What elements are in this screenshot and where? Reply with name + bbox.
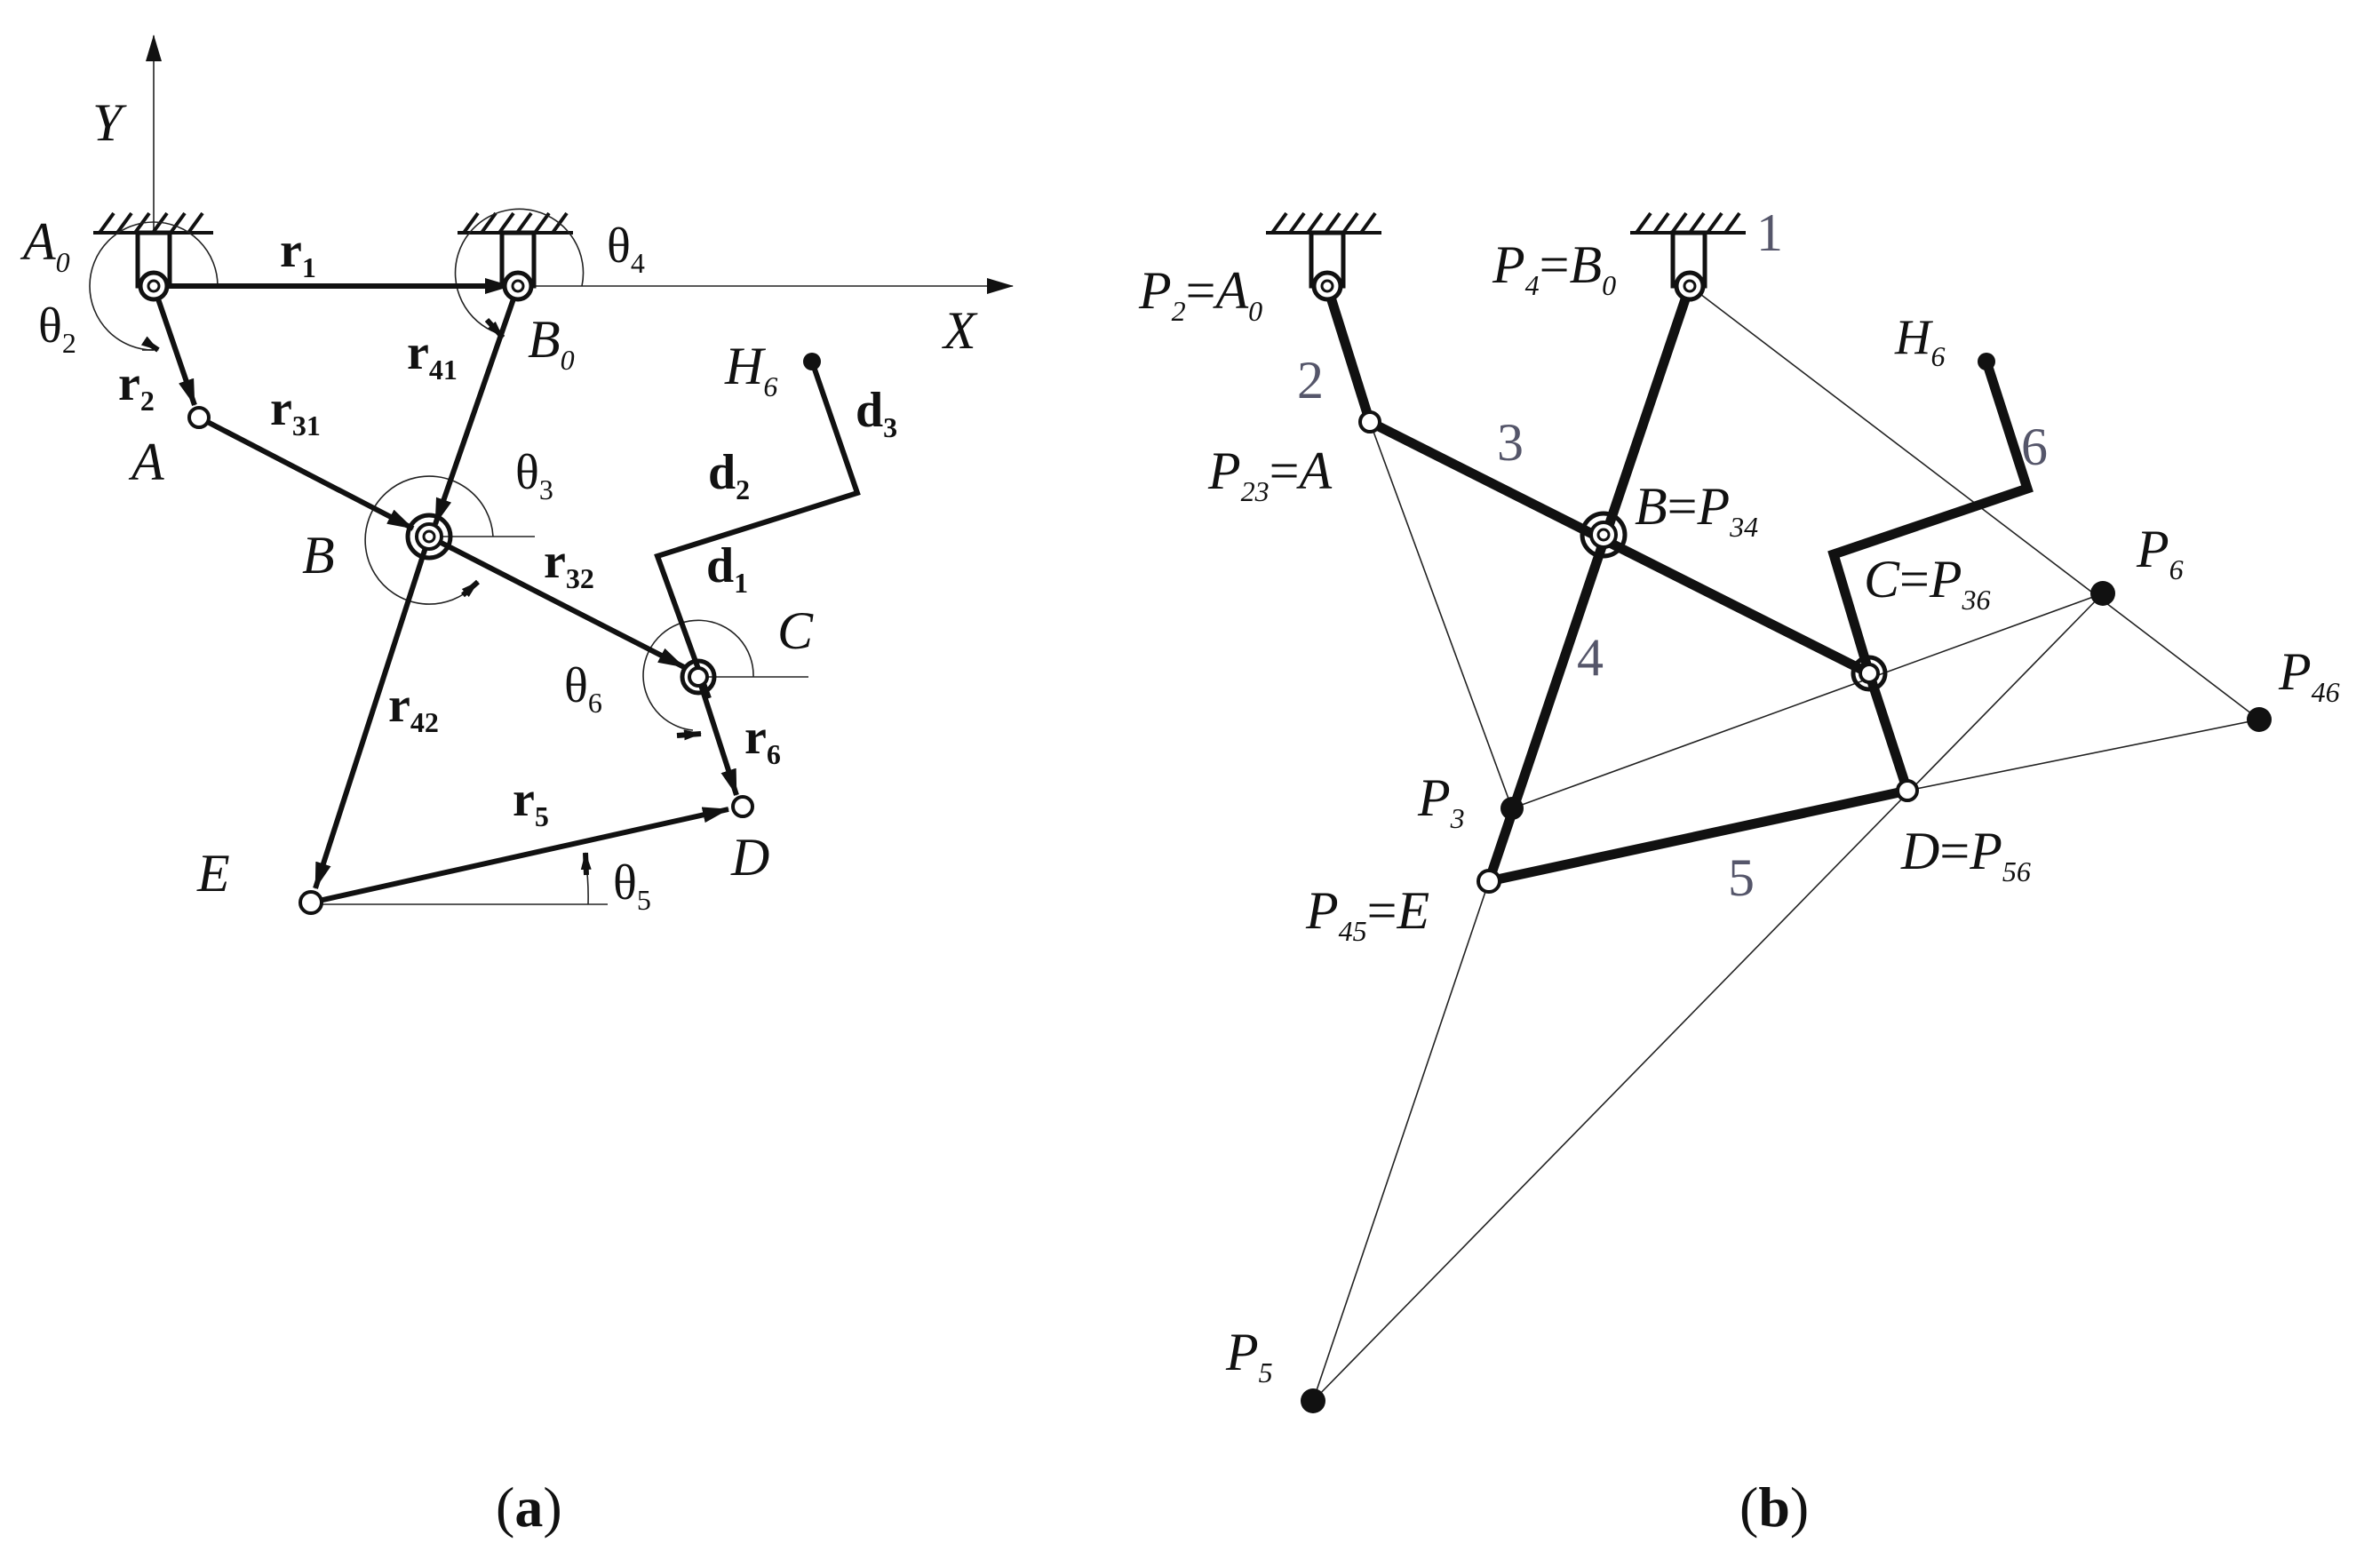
joint-a: [187, 406, 211, 429]
label-theta3: θ3: [515, 445, 553, 505]
vector-r32: [427, 534, 686, 670]
link-number-1: 1: [1756, 203, 1783, 262]
joint-d-p56: [1896, 779, 1919, 802]
caption-a: (a): [496, 1476, 562, 1539]
instant-center-p5: [1301, 1388, 1325, 1413]
joint-p2-a0: [1311, 270, 1343, 302]
label-p3: P3: [1417, 768, 1465, 834]
joint-a0: [138, 270, 170, 302]
vector-r41: [433, 285, 521, 525]
link-6: [1827, 360, 2034, 792]
joint-b-p34: [1580, 511, 1628, 559]
label-b0: B0: [528, 310, 575, 376]
label-theta5: θ5: [613, 855, 651, 916]
label-p46: P46: [2278, 642, 2340, 708]
vector-r31: [197, 415, 415, 531]
label-p6: P6: [2136, 520, 2184, 585]
x-axis-label: X: [942, 301, 978, 360]
theta3-arc: [364, 475, 494, 605]
vector-r2: [151, 285, 197, 406]
link-number-2: 2: [1297, 351, 1324, 410]
label-r6: r6: [744, 710, 781, 770]
vector-r42: [313, 536, 432, 889]
joint-p23-a: [1358, 410, 1381, 434]
link-5: [1487, 785, 1909, 887]
label-c: C: [777, 601, 814, 660]
joint-c-p36: [1851, 655, 1888, 692]
label-p4-b0: P4=B0: [1492, 235, 1616, 301]
joint-b: [405, 513, 453, 561]
vector-r5: [310, 807, 729, 905]
joint-b0: [502, 270, 534, 302]
label-theta6: θ6: [564, 658, 602, 719]
label-r42: r42: [388, 678, 439, 738]
label-theta2: θ2: [38, 298, 76, 359]
panel-b: 1 2 3 4 5 6 P2=A0 P4=B0 P23=A B=P34 C=P3…: [1138, 203, 2340, 1539]
label-b: B: [302, 526, 335, 585]
joint-c: [680, 658, 717, 696]
point-h6-b: [1978, 353, 1995, 370]
joint-e: [298, 890, 323, 915]
label-p2-a0: P2=A0: [1138, 261, 1262, 327]
instant-center-construction-lines: [1312, 285, 2260, 1402]
label-d2: d2: [708, 445, 750, 505]
label-d1: d1: [706, 538, 748, 599]
label-r31: r31: [270, 381, 321, 441]
link-number-5: 5: [1728, 848, 1755, 907]
label-r2: r2: [118, 356, 155, 417]
label-a: A: [128, 433, 164, 491]
theta4-arc: [454, 208, 585, 334]
label-p5: P5: [1225, 1323, 1273, 1388]
label-p23-a: P23=A: [1207, 441, 1333, 507]
label-b-p34: B=P34: [1635, 477, 1758, 543]
label-h6-b: H6: [1894, 310, 1945, 372]
label-r5: r5: [513, 772, 549, 832]
joint-p4-b0: [1674, 270, 1706, 302]
label-r41: r41: [407, 325, 458, 386]
instant-center-p6: [2090, 581, 2115, 606]
joint-p45-e: [1477, 869, 1501, 894]
vectors-d1-d2-d3: [654, 361, 861, 700]
label-p45-e: P45=E: [1305, 881, 1429, 947]
caption-b: (b): [1739, 1476, 1809, 1539]
link-4: [1484, 284, 1695, 883]
label-h6: H6: [724, 337, 777, 402]
joint-d: [731, 795, 754, 818]
label-d: D: [730, 828, 769, 887]
theta2-arc: [89, 221, 219, 351]
instant-center-p46: [2247, 707, 2272, 732]
label-theta4: θ4: [607, 219, 645, 279]
label-e: E: [196, 844, 230, 903]
point-h6: [803, 353, 821, 370]
label-c-p36: C=P36: [1864, 550, 1991, 616]
label-d-p56: D=P56: [1900, 822, 2031, 887]
y-axis-label: Y: [92, 93, 127, 152]
panel-a: Y X: [20, 35, 1014, 1539]
instant-center-p3: [1500, 797, 1524, 820]
label-r32: r32: [544, 534, 594, 594]
link-2: [1322, 284, 1375, 424]
label-d3: d3: [856, 383, 897, 443]
theta6-arc: [642, 619, 754, 731]
label-r1: r1: [280, 223, 316, 283]
link-number-3: 3: [1497, 413, 1524, 472]
vector-r6: [696, 676, 739, 796]
label-a0: A0: [20, 212, 70, 278]
link-number-6: 6: [2021, 418, 2048, 476]
link-number-4: 4: [1577, 628, 1604, 687]
